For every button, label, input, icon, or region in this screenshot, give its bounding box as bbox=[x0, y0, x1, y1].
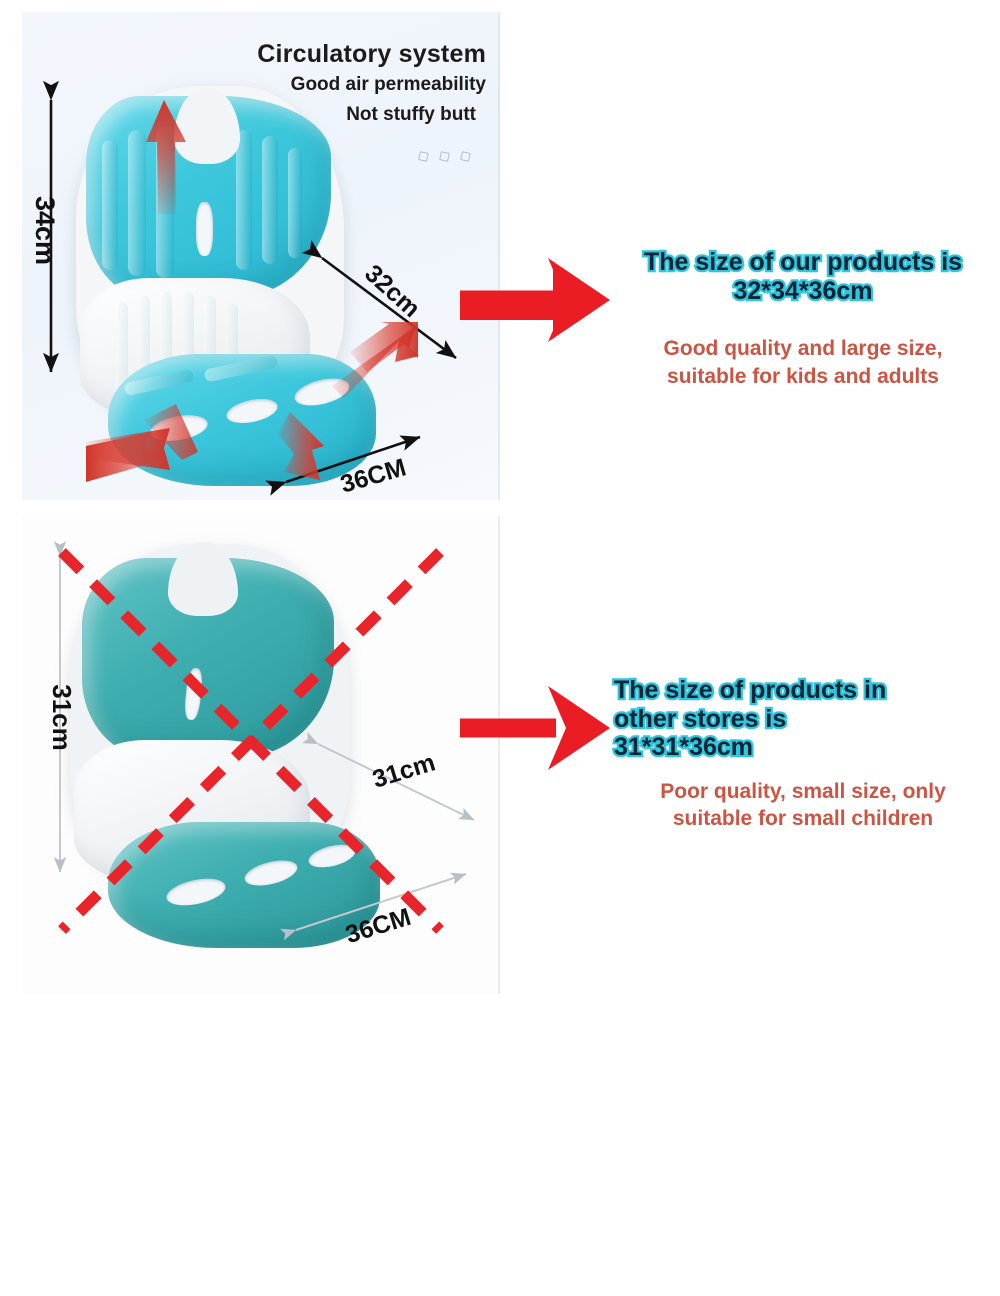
header-subtitle-2: Not stuffy butt bbox=[346, 104, 476, 125]
product-image-other-stores bbox=[60, 540, 390, 958]
infographic-canvas: Circulatory system Good air permeability… bbox=[22, 12, 992, 994]
header-subtitle-1: Good air permeability bbox=[290, 74, 486, 95]
callout-headline-line1: The size of products in bbox=[612, 674, 889, 706]
callout-sub-line2: suitable for small children bbox=[672, 807, 934, 831]
callout-headline-bottom: The size of products in other stores is … bbox=[612, 674, 992, 763]
callout-sub-line1: Poor quality, small size, only bbox=[660, 779, 946, 803]
callout-headline-line2: other stores is bbox=[612, 702, 789, 734]
page-title: Circulatory system bbox=[257, 40, 486, 68]
panel-divider-bottom bbox=[498, 516, 500, 994]
seat-cushion bbox=[108, 822, 380, 948]
seat-cushion bbox=[108, 354, 376, 486]
top-product-panel: Circulatory system Good air permeability… bbox=[22, 12, 500, 500]
callout-subtext-bottom: Poor quality, small size, only suitable … bbox=[614, 778, 992, 833]
callout-headline-top: The size of our products is 32*34*36cm bbox=[614, 246, 992, 307]
callout-headline-line1: The size of our products is bbox=[642, 246, 965, 278]
dimension-label-height-31: 31cm bbox=[46, 684, 77, 751]
callout-other-stores: The size of products in other stores is … bbox=[612, 674, 992, 833]
dimension-label-height-34: 34cm bbox=[30, 195, 61, 266]
callout-headline-line2: 32*34*36cm bbox=[731, 274, 875, 306]
backrest-cushion bbox=[86, 96, 331, 298]
decorative-dots bbox=[418, 151, 471, 162]
product-image-ours bbox=[62, 82, 382, 496]
callout-sub-line2: suitable for kids and adults bbox=[667, 364, 939, 388]
panel-divider bbox=[498, 12, 500, 500]
callout-subtext-top: Good quality and large size, suitable fo… bbox=[614, 335, 992, 390]
callout-headline-line3: 31*31*36cm bbox=[612, 731, 756, 763]
callout-sub-line1: Good quality and large size, bbox=[663, 337, 943, 360]
callout-our-product: The size of our products is 32*34*36cm G… bbox=[614, 246, 992, 390]
